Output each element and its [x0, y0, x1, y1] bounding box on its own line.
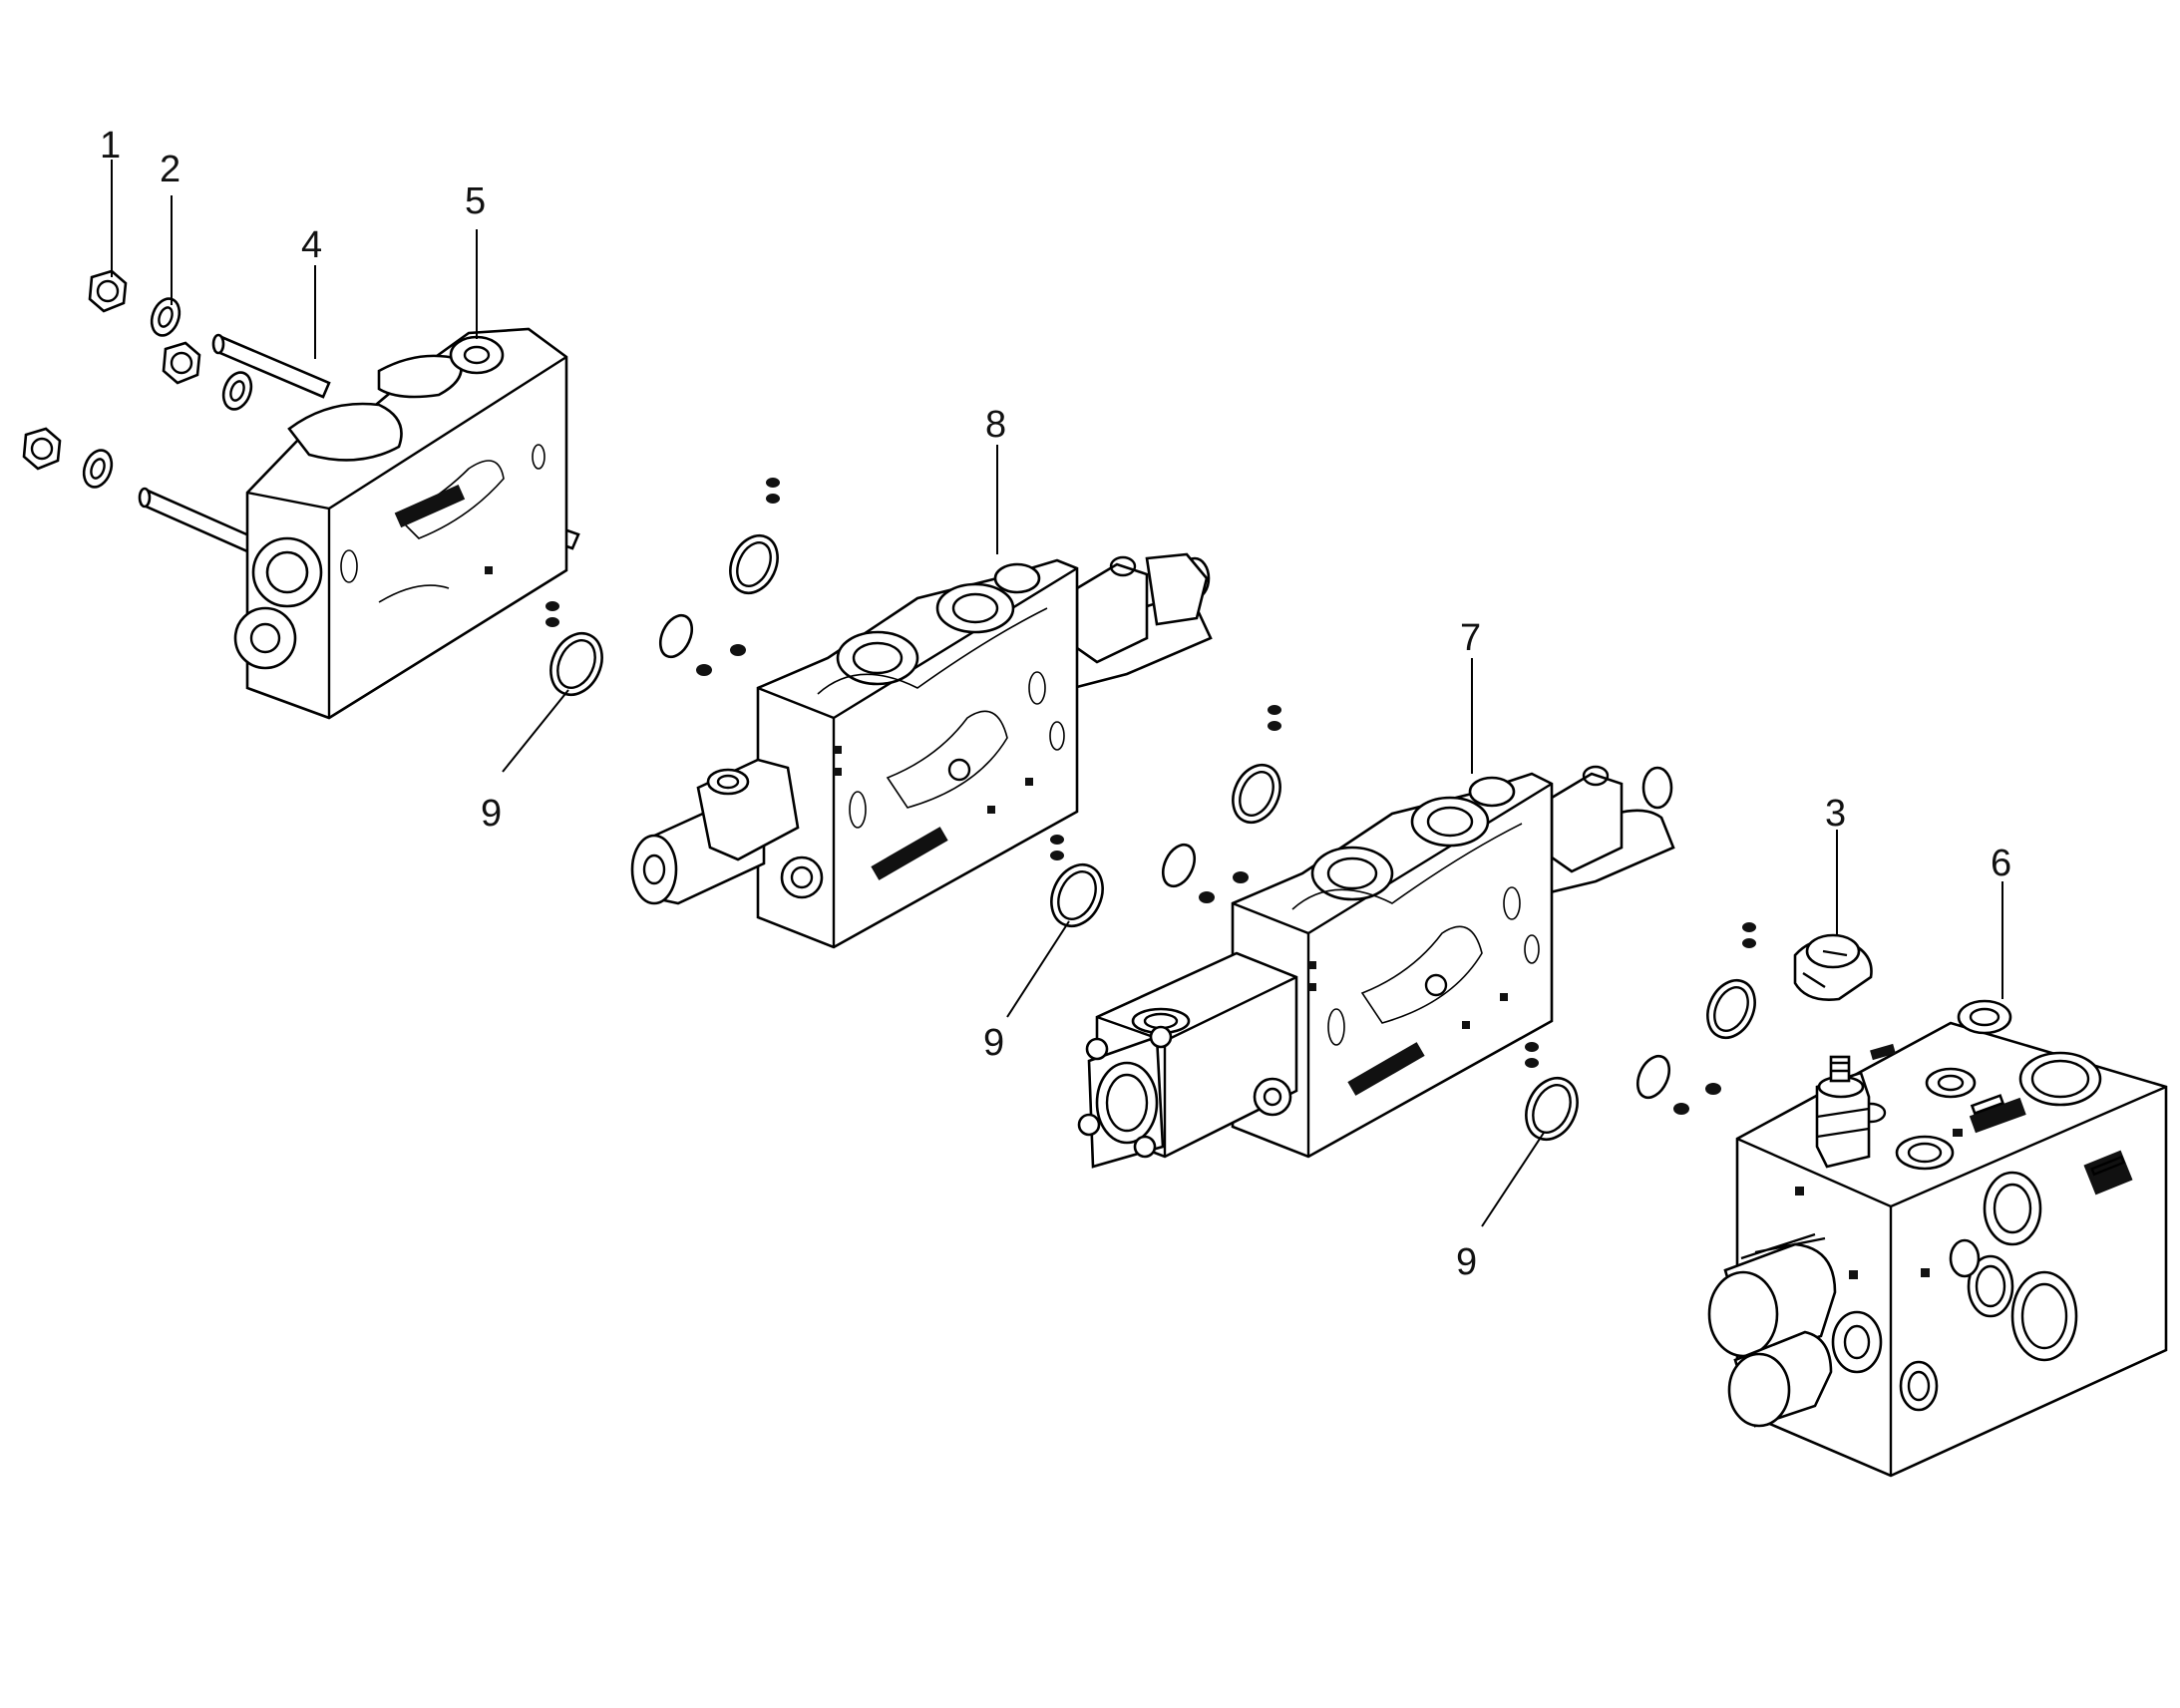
callout-2: 2 [160, 149, 181, 190]
callout-9c: 9 [1456, 1241, 1477, 1283]
washer-part-2[interactable] [79, 295, 255, 492]
inlet-block-part-6[interactable] [1707, 999, 2168, 1478]
callout-9a: 9 [481, 793, 502, 835]
nut-part-1[interactable] [22, 269, 201, 471]
valve-section-part-7[interactable] [1077, 765, 1675, 1169]
leader-lines [111, 160, 2003, 1227]
callout-1: 1 [100, 125, 121, 167]
callout-6: 6 [1991, 843, 2011, 884]
callout-3: 3 [1825, 793, 1846, 835]
o-ring-part-9[interactable] [542, 528, 1764, 1149]
callout-4: 4 [301, 224, 322, 266]
callout-7: 7 [1460, 617, 1481, 659]
callout-9b: 9 [983, 1022, 1004, 1064]
callout-8: 8 [985, 404, 1006, 446]
cap-part-3[interactable] [1793, 933, 1873, 1001]
end-section-part-5[interactable] [138, 327, 580, 720]
valve-section-part-8[interactable] [630, 552, 1213, 949]
callout-5: 5 [465, 180, 486, 222]
callout-labels: 1 2 3 4 5 6 7 8 9 9 9 [100, 125, 2011, 1283]
seal-pair [545, 478, 1756, 1068]
